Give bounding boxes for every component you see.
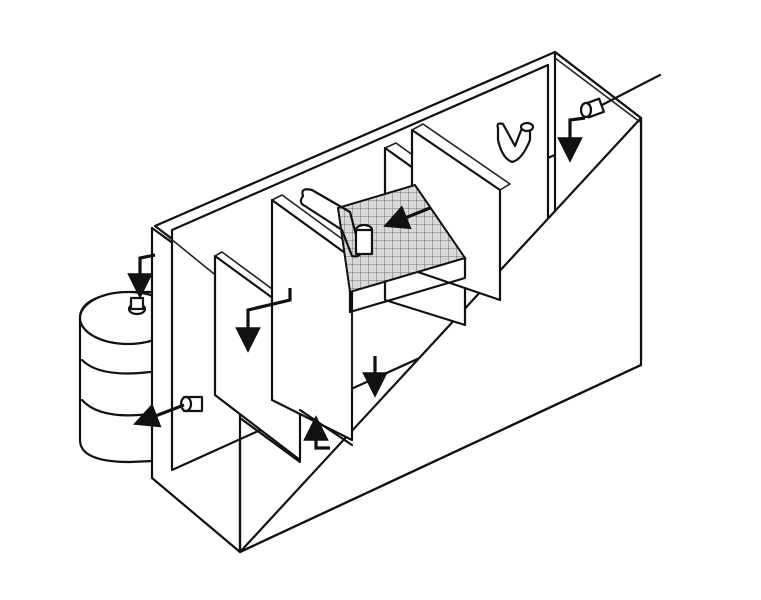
arrow-outlet-left (133, 403, 185, 428)
inlet-pipe-icon (579, 73, 662, 119)
arrow-to-screen (383, 205, 431, 230)
arrow-inlet-down (557, 116, 586, 163)
screen-icon (336, 183, 467, 390)
arrow-bottom-up (303, 415, 330, 450)
outlet-pipe-icon (179, 395, 204, 413)
flow-arrow-icon (127, 116, 586, 450)
u-pipe-outlet-icon (496, 121, 535, 164)
u-pipe-icon (299, 188, 374, 258)
arrow-into-drum (127, 253, 156, 299)
arrow-baffle-down (235, 288, 292, 353)
